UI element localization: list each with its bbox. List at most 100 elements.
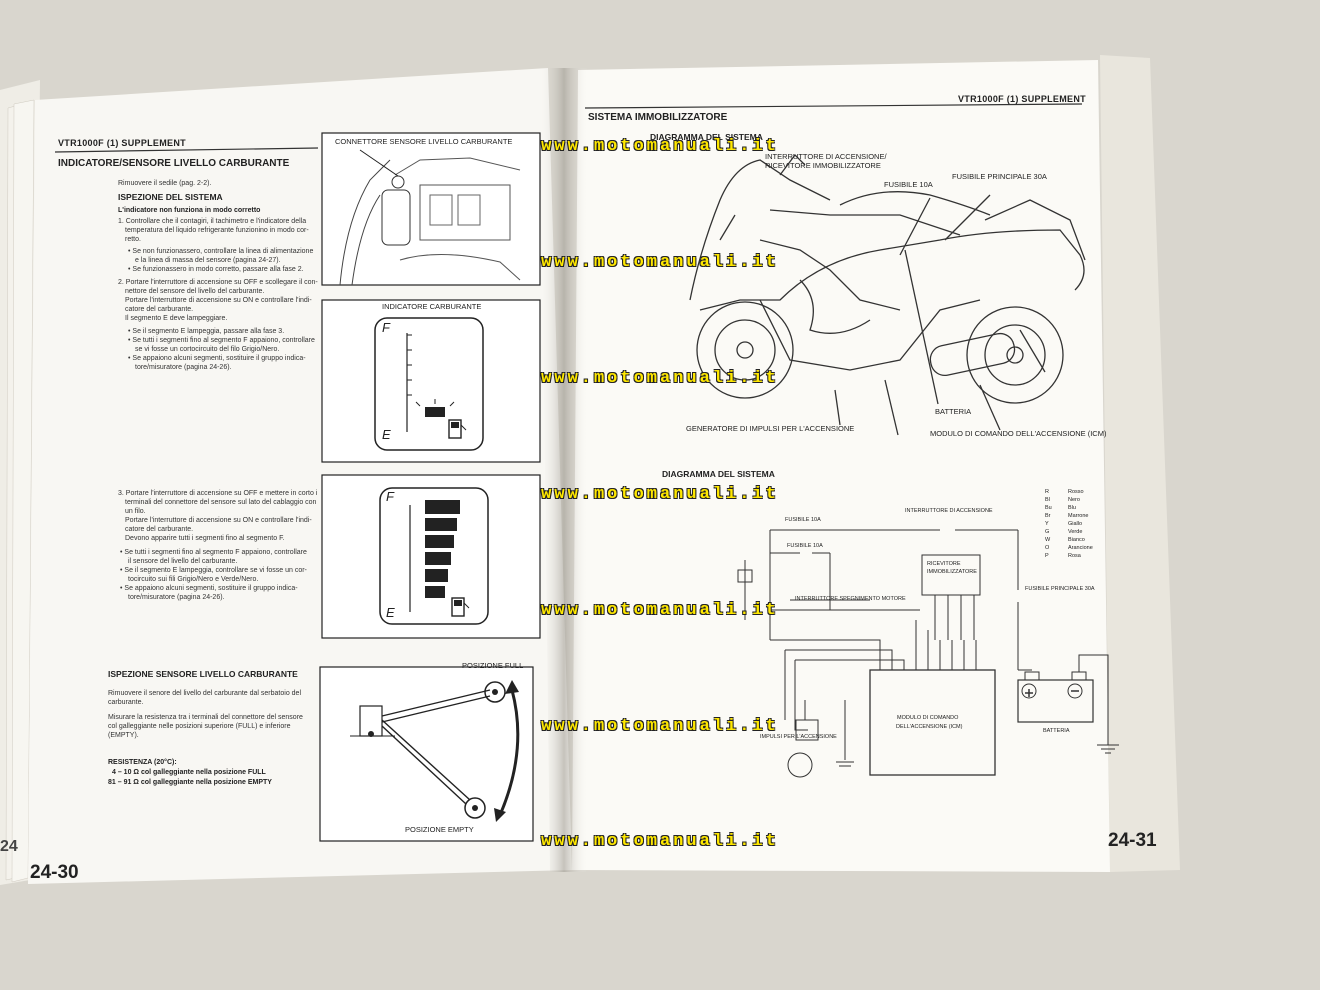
resistance-spec-empty: 81 – 91 Ω col galleggiante nella posizio…: [108, 779, 272, 786]
step-line: catore del carburante.: [125, 306, 194, 313]
step-line: se vi fosse un cortocircuito del filo Gr…: [135, 346, 280, 353]
step3-line: catore del carburante.: [125, 526, 194, 533]
immobilizer-receiver-label: RICEVITORE IMMOBILIZZATORE: [765, 161, 881, 170]
sensor-inspection-title: ISPEZIONE SENSORE LIVELLO CARBURANTE: [108, 669, 298, 679]
gauge2-letter-empty: E: [386, 605, 395, 620]
fuel-gauge-figure-1: [321, 299, 541, 463]
step-line: • Se non funzionassero, controllare la l…: [128, 248, 314, 255]
main-fuse-label: FUSIBILE PRINCIPALE 30A: [952, 172, 1047, 181]
wiring-fuse2-label: FUSIBILE 10A: [787, 543, 823, 549]
legend-color: Giallo: [1068, 521, 1083, 527]
right-page-number: 24-31: [1108, 830, 1157, 851]
step3-line: terminali del connettore del sensore sul…: [125, 499, 317, 506]
step-line: tore/misuratore (pagina 24-26).: [135, 364, 232, 371]
watermark: www.motomanuali.it: [541, 601, 779, 620]
step-line: • Se il segmento E lampeggia, passare al…: [128, 328, 285, 335]
step3-line: 3. Portare l'interruttore di accensione …: [118, 490, 318, 497]
left-page-number: 24-30: [30, 862, 79, 883]
step3-line: tore/misuratore (pagina 24-26).: [128, 594, 225, 601]
battery-label: BATTERIA: [935, 407, 972, 416]
step-line: • Se funzionassero in modo corretto, pas…: [128, 266, 304, 273]
wiring-pulse-label: IMPULSI PER L'ACCENSIONE: [760, 734, 837, 740]
wiring-battery-label: BATTERIA: [1043, 728, 1070, 734]
wiring-immobilizer-label: IMMOBILIZZATORE: [927, 569, 977, 575]
legend-color: Blu: [1068, 505, 1076, 511]
step3-line: Portare l'interruttore di accensione su …: [125, 517, 312, 524]
wiring-ignition-switch-label: INTERRUTTORE DI ACCENSIONE: [905, 508, 993, 514]
pulse-generator-label: GENERATORE DI IMPULSI PER L'ACCENSIONE: [686, 424, 855, 433]
watermark: www.motomanuali.it: [541, 137, 779, 156]
right-running-header: VTR1000F (1) SUPPLEMENT: [958, 94, 1086, 104]
step3-line: • Se tutti i segmenti fino al segmento F…: [120, 549, 307, 556]
legend-code: O: [1045, 545, 1050, 551]
fuse-10a-label: FUSIBILE 10A: [884, 180, 933, 189]
step3-line: il sensore del livello del carburante.: [128, 558, 238, 565]
left-running-header: VTR1000F (1) SUPPLEMENT: [58, 138, 186, 148]
watermark: www.motomanuali.it: [541, 369, 779, 388]
legend-code: Br: [1045, 513, 1051, 519]
float-empty-label: POSIZIONE EMPTY: [405, 825, 474, 834]
sensor-line: Rimuovere il senore del livello del carb…: [108, 690, 301, 697]
sensor-line: col galleggiante nelle posizioni superio…: [108, 723, 291, 730]
gauge-fault-subtitle: L'indicatore non funziona in modo corret…: [118, 207, 261, 214]
legend-color: Verde: [1068, 529, 1083, 535]
step-line: 2. Portare l'interruttore di accensione …: [118, 279, 318, 286]
sensor-line: (EMPTY).: [108, 732, 139, 739]
legend-color: Arancione: [1068, 545, 1093, 551]
step-line: nettore del sensore del livello del carb…: [125, 288, 265, 295]
wiring-icm-label-1: MODULO DI COMANDO: [897, 715, 959, 721]
fuel-gauge-figure-2: [321, 474, 541, 639]
step-line: Portare l'interruttore di accensione su …: [125, 297, 312, 304]
wiring-receiver-label: RICEVITORE: [927, 561, 961, 567]
watermark: www.motomanuali.it: [541, 832, 779, 851]
legend-code: G: [1045, 529, 1050, 535]
wiring-diagram-title: DIAGRAMMA DEL SISTEMA: [662, 469, 775, 479]
connector-figure-caption: CONNETTORE SENSORE LIVELLO CARBURANTE: [335, 137, 513, 146]
step-line: Il segmento E deve lampeggiare.: [125, 315, 228, 322]
step3-line: un filo.: [125, 508, 146, 515]
step-line: • Se appaiono alcuni segmenti, sostituir…: [128, 355, 306, 362]
legend-color: Nero: [1068, 497, 1080, 503]
resistance-spec-title: RESISTENZA (20°C):: [108, 759, 177, 766]
left-section-title: INDICATORE/SENSORE LIVELLO CARBURANTE: [58, 158, 290, 169]
page-stack-right: [1100, 55, 1180, 872]
legend-color: Bianco: [1068, 537, 1085, 543]
step3-line: Devono apparire tutti i segmenti fino al…: [125, 535, 285, 542]
system-diagram-title: DIAGRAMMA DEL SISTEMA: [650, 132, 763, 142]
legend-code: R: [1045, 489, 1049, 495]
fuel-sensor-connector-figure: [321, 132, 541, 286]
ignition-switch-label: INTERRUTTORE DI ACCENSIONE/: [765, 152, 887, 161]
gauge2-letter-full: F: [386, 489, 394, 504]
legend-color: Rosso: [1068, 489, 1084, 495]
wiring-fuse1-label: FUSIBILE 10A: [785, 517, 821, 523]
step-line: 1. Controllare che il contagiri, il tach…: [118, 218, 307, 225]
remove-seat-note: Rimuovere il sedile (pag. 2-2).: [118, 180, 212, 187]
edge-page-number: 24: [0, 838, 18, 855]
float-sensor-figure: [319, 666, 534, 842]
gauge-letter-empty: E: [382, 427, 391, 442]
step-line: retto.: [125, 236, 141, 243]
step-line: e la linea di massa del sensore (pagina …: [135, 257, 281, 264]
sensor-line: Misurare la resistenza tra i terminali d…: [108, 714, 303, 721]
step3-line: tocircuito sui fili Grigio/Nero e Verde/…: [128, 576, 259, 583]
watermark: www.motomanuali.it: [541, 253, 779, 272]
watermark: www.motomanuali.it: [541, 485, 779, 504]
legend-code: P: [1045, 553, 1049, 559]
legend-color: Rosa: [1068, 553, 1081, 559]
icm-label: MODULO DI COMANDO DELL'ACCENSIONE (ICM): [930, 429, 1107, 438]
motorcycle-drawing: [689, 154, 1086, 436]
watermark: www.motomanuali.it: [541, 717, 779, 736]
sensor-line: carburante.: [108, 699, 144, 706]
float-full-label: POSIZIONE FULL: [462, 661, 524, 670]
wiring-diagram: [737, 529, 1119, 778]
right-section-title: SISTEMA IMMOBILIZZATORE: [588, 112, 728, 123]
gauge-letter-full: F: [382, 320, 390, 335]
fuel-gauge-caption: INDICATORE CARBURANTE: [382, 302, 482, 311]
legend-code: Bl: [1045, 497, 1050, 503]
legend-code: Bu: [1045, 505, 1052, 511]
system-inspection-title: ISPEZIONE DEL SISTEMA: [118, 192, 223, 202]
wiring-kill-switch-label: INTERRUTTORE SPEGNIMENTO MOTORE: [795, 596, 906, 602]
step-line: • Se tutti i segmenti fino al segmento F…: [128, 337, 315, 344]
